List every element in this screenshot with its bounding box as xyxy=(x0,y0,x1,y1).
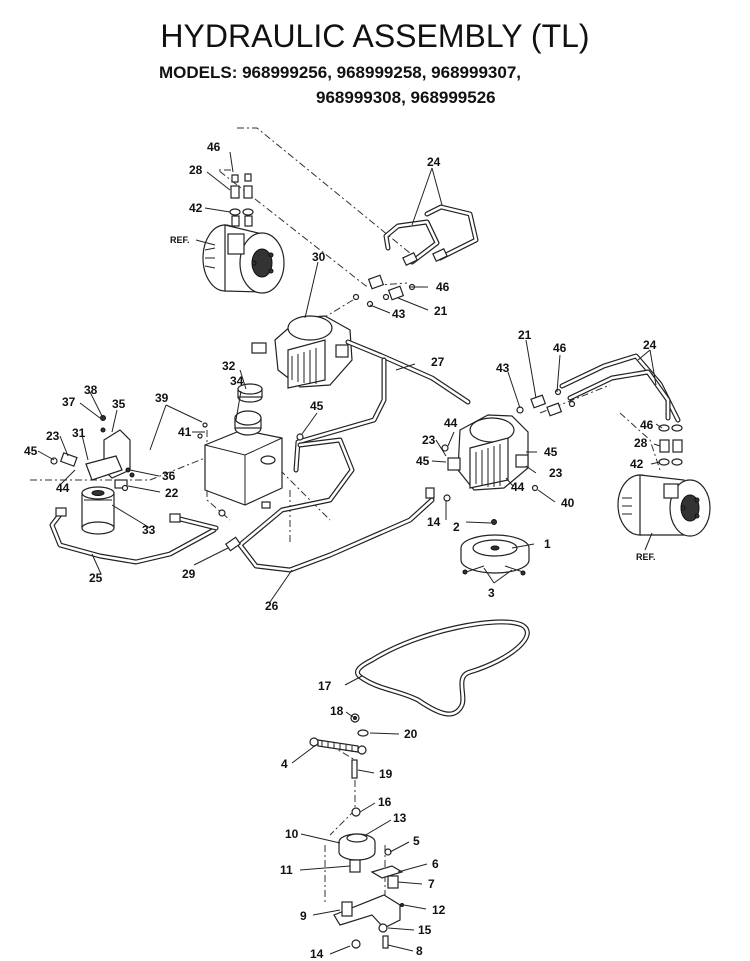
callout-23: 23 xyxy=(422,433,436,447)
callout-26: 26 xyxy=(265,599,279,613)
callout-30: 30 xyxy=(312,250,326,264)
callout-21: 21 xyxy=(434,304,448,318)
callout-34: 34 xyxy=(230,374,244,388)
callout-35: 35 xyxy=(112,397,126,411)
callout-41: 41 xyxy=(178,425,192,439)
page-title: HYDRAULIC ASSEMBLY (TL) xyxy=(160,18,590,54)
callout-labels: 46 28 42 REF. 24 30 46 21 43 27 21 46 24… xyxy=(24,140,657,961)
filter-bracket-35 xyxy=(85,415,135,481)
callout-39: 39 xyxy=(155,391,169,405)
left-motor-fittings xyxy=(229,173,254,227)
callout-7: 7 xyxy=(428,877,435,891)
callout-29: 29 xyxy=(182,567,196,581)
right-hydraulic-tubes-24 xyxy=(559,353,681,423)
callout-18: 18 xyxy=(330,704,344,718)
callout-42: 42 xyxy=(189,201,203,215)
callout-11: 11 xyxy=(280,863,293,877)
callout-37: 37 xyxy=(62,395,76,409)
callout-46: 46 xyxy=(436,280,450,294)
callout-46: 46 xyxy=(207,140,221,154)
callout-46: 46 xyxy=(553,341,567,355)
callout-24: 24 xyxy=(427,155,441,169)
callout-45: 45 xyxy=(544,445,558,459)
callout-9: 9 xyxy=(300,909,307,923)
callout-12: 12 xyxy=(432,903,446,917)
pulley-1 xyxy=(460,519,530,576)
callout-20: 20 xyxy=(404,727,418,741)
callout-42: 42 xyxy=(630,457,644,471)
ref-label-right-motor: REF. xyxy=(636,552,656,562)
callout-27: 27 xyxy=(431,355,445,369)
right-wheel-motor xyxy=(617,474,711,537)
callout-31: 31 xyxy=(72,426,86,440)
callout-45: 45 xyxy=(24,444,38,458)
callout-1: 1 xyxy=(544,537,551,551)
callout-19: 19 xyxy=(379,767,393,781)
reservoir-fittings xyxy=(197,422,304,552)
reservoir-tank-34 xyxy=(204,410,283,506)
hydraulic-pump-30 xyxy=(251,315,353,389)
callout-25: 25 xyxy=(89,571,103,585)
pump-30-fittings xyxy=(352,274,416,308)
callout-2: 2 xyxy=(453,520,460,534)
reservoir-cap-32 xyxy=(237,383,263,403)
assembly-guide-lines xyxy=(30,127,661,930)
idler-assembly xyxy=(309,713,404,949)
callout-17: 17 xyxy=(318,679,332,693)
callout-32: 32 xyxy=(222,359,236,373)
callout-44: 44 xyxy=(56,481,70,495)
right-pump-fittings xyxy=(516,388,576,417)
models-line-1: MODELS: 968999256, 968999258, 968999307, xyxy=(159,63,521,82)
callout-44: 44 xyxy=(511,480,525,494)
callout-4: 4 xyxy=(281,757,288,771)
callout-36: 36 xyxy=(162,469,176,483)
right-motor-fittings xyxy=(658,424,683,466)
callout-14: 14 xyxy=(310,947,324,961)
callout-43: 43 xyxy=(496,361,510,375)
callout-40: 40 xyxy=(561,496,575,510)
callout-13: 13 xyxy=(393,811,407,825)
callout-28: 28 xyxy=(634,436,648,450)
callout-leader-lines xyxy=(37,151,663,955)
callout-33: 33 xyxy=(142,523,156,537)
models-line-2: 968999308, 968999526 xyxy=(316,88,496,107)
hydraulic-pump-right xyxy=(425,414,539,502)
callout-23: 23 xyxy=(46,429,60,443)
drive-belt-17 xyxy=(355,619,530,717)
callout-6: 6 xyxy=(432,857,439,871)
callout-44: 44 xyxy=(444,416,458,430)
callout-3: 3 xyxy=(488,586,495,600)
callout-43: 43 xyxy=(392,307,406,321)
hydraulic-tube-26 xyxy=(237,437,435,573)
callout-8: 8 xyxy=(416,944,423,958)
upper-hydraulic-tubes-24 xyxy=(383,204,479,266)
callout-45: 45 xyxy=(310,399,324,413)
callout-28: 28 xyxy=(189,163,203,177)
callout-14: 14 xyxy=(427,515,441,529)
oil-filter-33 xyxy=(81,486,115,535)
callout-21: 21 xyxy=(518,328,532,342)
filter-fittings xyxy=(50,452,181,523)
callout-38: 38 xyxy=(84,383,98,397)
callout-24: 24 xyxy=(643,338,657,352)
ref-label-left-motor: REF. xyxy=(170,235,190,245)
callout-16: 16 xyxy=(378,795,392,809)
callout-22: 22 xyxy=(165,486,179,500)
callout-23: 23 xyxy=(549,466,563,480)
callout-5: 5 xyxy=(413,834,420,848)
hydraulic-tube-25 xyxy=(49,509,219,565)
callout-15: 15 xyxy=(418,923,432,937)
callout-46: 46 xyxy=(640,418,654,432)
left-wheel-motor xyxy=(202,224,285,294)
callout-45: 45 xyxy=(416,454,430,468)
callout-10: 10 xyxy=(285,827,299,841)
